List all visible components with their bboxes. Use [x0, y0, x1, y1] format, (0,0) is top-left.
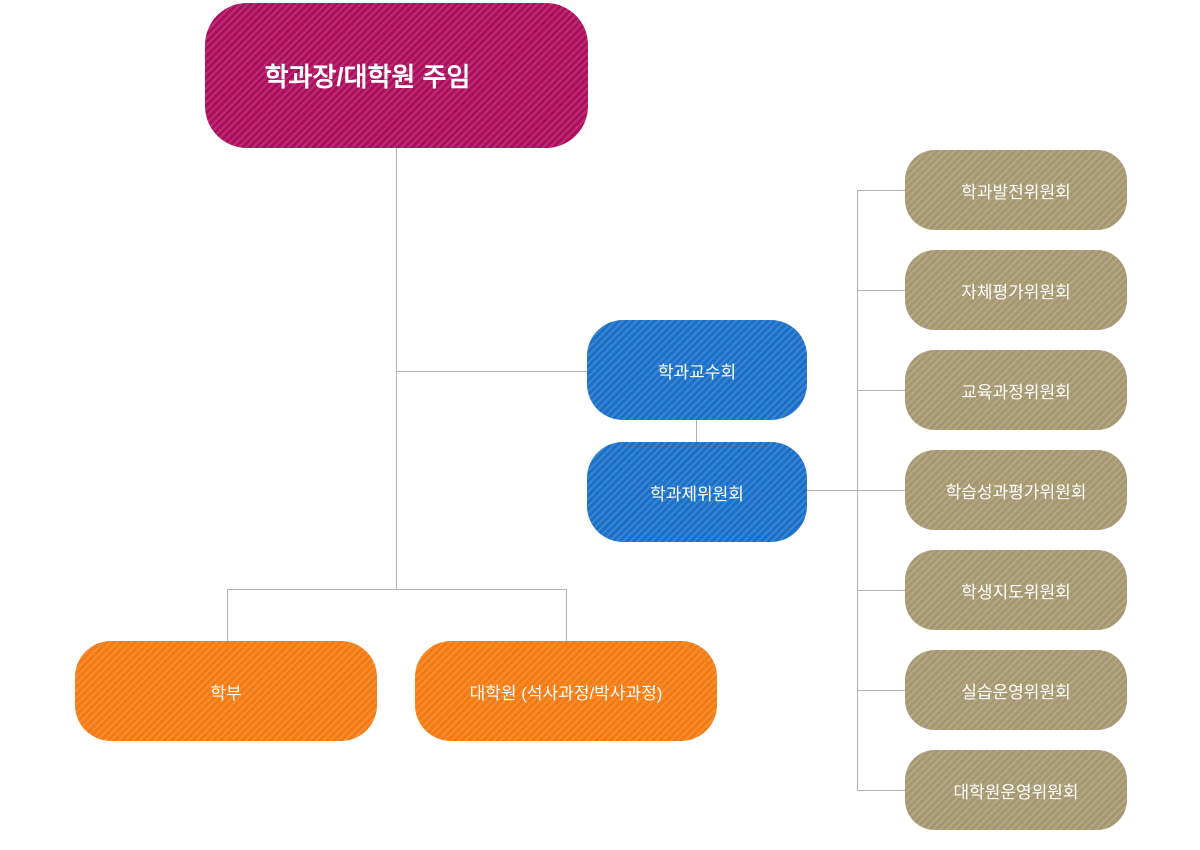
connector-stub [857, 690, 905, 691]
connector-chair-vertical [396, 148, 397, 589]
connector-faculty-to-committee [696, 420, 697, 442]
connector-drop-graduate [566, 589, 567, 641]
node-label: 학생지도위원회 [961, 582, 1071, 602]
node-label: 자체평가위원회 [961, 282, 1071, 302]
connector-committee-spine [857, 190, 858, 790]
node-label: 실습운영위원회 [961, 682, 1071, 702]
node-committee-self-evaluation: 자체평가위원회 [905, 250, 1127, 330]
connector-bottom-span [227, 589, 567, 590]
node-label: 학과교수회 [657, 362, 737, 382]
node-committee-development: 학과발전위원회 [905, 150, 1127, 230]
node-committee-learning-outcomes: 학습성과평가위원회 [905, 450, 1127, 530]
connector-stub [857, 790, 905, 791]
connector-to-faculty-council [396, 371, 587, 372]
connector-drop-undergraduate [227, 589, 228, 641]
node-label: 학습성과평가위원회 [945, 482, 1087, 502]
node-committee-curriculum: 교육과정위원회 [905, 350, 1127, 430]
connector-stub [857, 290, 905, 291]
node-label: 학과제위원회 [650, 484, 744, 504]
node-committee-student-guidance: 학생지도위원회 [905, 550, 1127, 630]
connector-committee-to-spine [807, 490, 905, 491]
node-department-chair: 학과장/대학원 주임 [205, 3, 588, 148]
node-faculty-council: 학과교수회 [587, 320, 807, 420]
connector-stub [857, 190, 905, 191]
node-label: 학과발전위원회 [961, 182, 1071, 202]
node-label: 학과장/대학원 주임 [264, 62, 471, 92]
node-committee-graduate-operation: 대학원운영위원회 [905, 750, 1127, 830]
connector-stub [857, 590, 905, 591]
node-label: 교육과정위원회 [961, 382, 1071, 402]
node-committee-practice-operation: 실습운영위원회 [905, 650, 1127, 730]
node-label: 대학원 (석사과정/박사과정) [469, 683, 663, 703]
node-committee-head: 학과제위원회 [587, 442, 807, 542]
node-label: 학부 [210, 683, 242, 703]
node-label: 대학원운영위원회 [953, 782, 1079, 802]
connector-stub [857, 390, 905, 391]
node-graduate-school: 대학원 (석사과정/박사과정) [415, 641, 717, 741]
node-undergraduate: 학부 [75, 641, 377, 741]
